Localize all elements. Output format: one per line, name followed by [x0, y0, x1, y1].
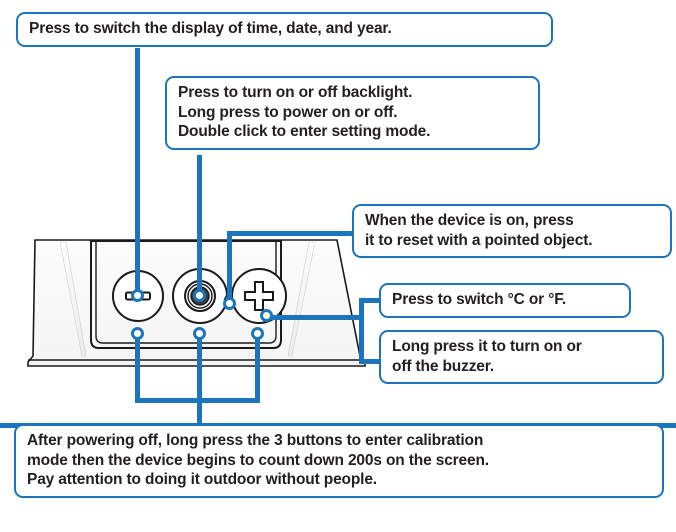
button-well-outer [90, 240, 282, 349]
callout-line: When the device is on, press [365, 212, 574, 229]
callout-line: Double click to enter setting mode. [178, 123, 431, 140]
callout-reset: When the device is on, press it to reset… [352, 204, 672, 258]
bevel-left [59, 241, 87, 357]
leader-reset-horizontal [227, 231, 355, 236]
leader-plus-horizontal [266, 315, 364, 320]
callout-display-switch: Press to switch the display of time, dat… [16, 12, 553, 47]
leader-minus-down [135, 333, 140, 403]
plus-button[interactable] [231, 268, 287, 324]
callout-temperature-unit: Press to switch °C or °F. [379, 283, 631, 318]
callout-calibration: After powering off, long press the 3 but… [14, 424, 664, 498]
leader-bottom-bus [135, 398, 258, 403]
leader-branch-buzzer [359, 359, 383, 364]
callout-line: Long press to power on or off. [178, 103, 398, 121]
connector-dot-power-bottom [193, 327, 206, 340]
callout-line: it to reset with a pointed object. [365, 231, 593, 249]
leader-right-trunk [359, 298, 364, 364]
callout-backlight-power: Press to turn on or off backlight. Long … [165, 76, 540, 150]
leader-minus-to-time-callout [135, 48, 140, 296]
callout-line: Press to switch °C or °F. [392, 291, 567, 308]
leader-plus-down [255, 333, 260, 403]
leader-power-down [197, 333, 202, 428]
callout-buzzer: Long press it to turn on or off the buzz… [379, 330, 664, 384]
leader-power-to-backlight-callout [197, 155, 202, 297]
callout-line: off the buzzer. [392, 357, 494, 375]
connector-dot-minus-bottom [131, 327, 144, 340]
leader-reset-vertical [227, 231, 232, 303]
leader-branch-unit [359, 298, 383, 303]
connector-dot-minus-top [131, 289, 144, 302]
button-well-inner [95, 240, 277, 344]
connector-dot-plus-right [260, 309, 273, 322]
callout-line: Long press it to turn on or [392, 338, 582, 355]
callout-line: mode then the device begins to count dow… [27, 451, 489, 469]
callout-line: Press to switch the display of time, dat… [29, 20, 392, 37]
device-illustration [20, 236, 368, 381]
connector-dot-reset [223, 297, 236, 310]
device-svg [27, 239, 366, 367]
callout-line: Pay attention to doing it outdoor withou… [27, 471, 377, 488]
callout-line: Press to turn on or off backlight. [178, 84, 413, 101]
callout-line: After powering off, long press the 3 but… [27, 432, 484, 449]
connector-dot-power-top [193, 289, 206, 302]
connector-dot-plus-bottom [251, 327, 264, 340]
